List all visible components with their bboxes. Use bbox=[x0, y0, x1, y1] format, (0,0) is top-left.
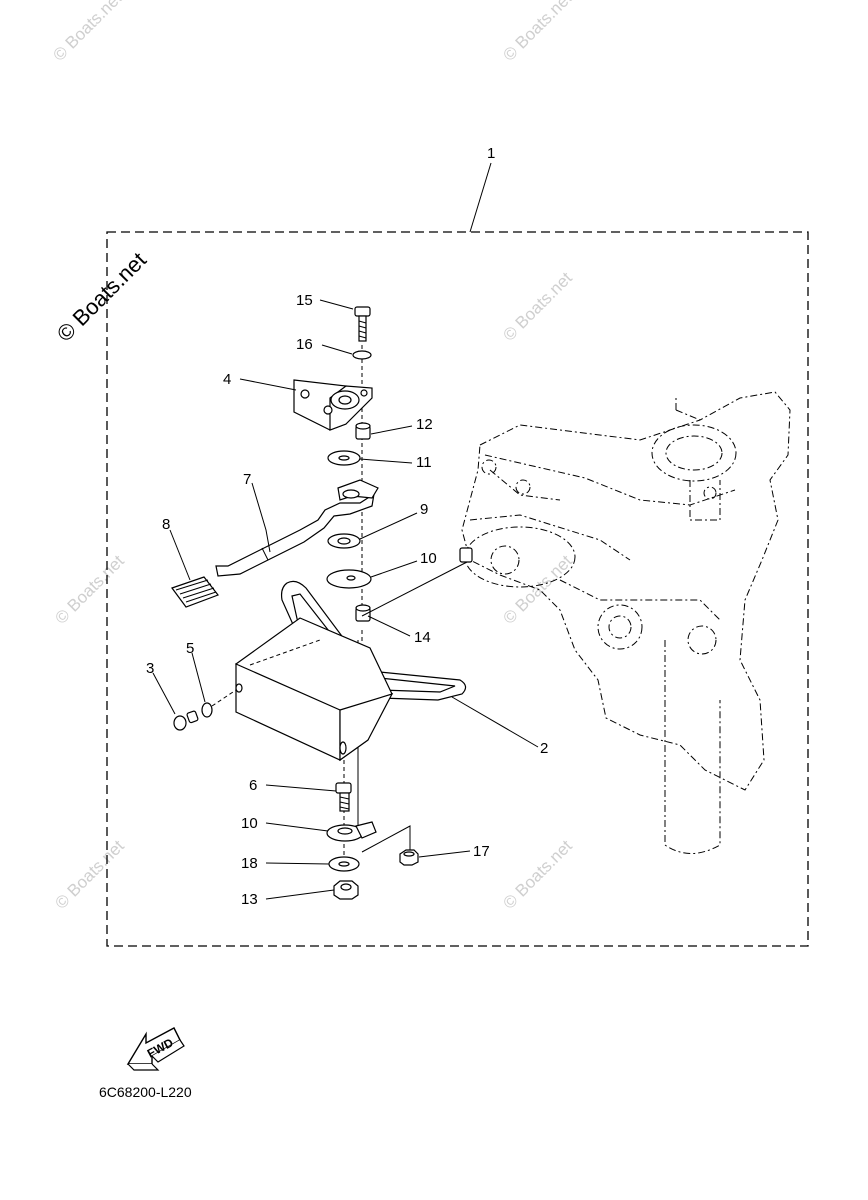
callout-2: 2 bbox=[540, 740, 548, 757]
assembly-border bbox=[106, 231, 809, 947]
callout-7: 7 bbox=[243, 471, 251, 488]
part-18-washer bbox=[328, 856, 360, 872]
leaders bbox=[152, 299, 539, 900]
ghost-bracket bbox=[461, 391, 791, 854]
part-16-washer bbox=[352, 350, 372, 360]
part-10-upper-washer bbox=[326, 569, 372, 589]
connector-17 bbox=[361, 825, 411, 853]
fwd-arrow-icon: FWD bbox=[126, 1027, 185, 1071]
watermark-mid-right: © Boats.net bbox=[499, 268, 576, 345]
part-6-bolt bbox=[335, 782, 352, 812]
part-13-nut bbox=[333, 880, 359, 900]
callout-10-upper: 10 bbox=[420, 550, 437, 567]
callout-5: 5 bbox=[186, 640, 194, 657]
watermark-main: © Boats.net bbox=[52, 247, 151, 346]
watermark-top-left: © Boats.net bbox=[49, 0, 126, 65]
part-7-plate bbox=[215, 479, 379, 577]
callout-6: 6 bbox=[249, 777, 257, 794]
callout-13: 13 bbox=[241, 891, 258, 908]
watermark-top-right: © Boats.net bbox=[499, 0, 576, 65]
axis-screw bbox=[211, 689, 237, 707]
part-5-washer bbox=[201, 702, 213, 718]
callout-9: 9 bbox=[420, 501, 428, 518]
part-2-frame bbox=[235, 580, 467, 762]
callout-17: 17 bbox=[473, 843, 490, 860]
part-17-nut bbox=[399, 849, 419, 866]
watermark-right-bottom: © Boats.net bbox=[499, 836, 576, 913]
part-8-pad bbox=[171, 576, 219, 608]
callout-12: 12 bbox=[416, 416, 433, 433]
ghost-square-nut bbox=[459, 547, 473, 563]
callout-1: 1 bbox=[487, 145, 495, 162]
callouts: 1 15 16 4 12 11 7 9 8 10 14 5 3 2 6 10 1… bbox=[146, 145, 548, 908]
callout-3: 3 bbox=[146, 660, 154, 677]
callout-16: 16 bbox=[296, 336, 313, 353]
callout-11: 11 bbox=[416, 454, 432, 471]
part-15-bolt bbox=[354, 306, 371, 342]
part-9-washer bbox=[327, 533, 361, 549]
part-11-washer bbox=[327, 450, 361, 466]
watermark-left-bottom: © Boats.net bbox=[51, 836, 128, 913]
part-3-screw bbox=[173, 710, 199, 731]
leader-1 bbox=[469, 162, 492, 233]
watermark-group: © Boats.net © Boats.net © Boats.net © Bo… bbox=[49, 0, 576, 913]
watermark-left-mid: © Boats.net bbox=[51, 551, 128, 628]
callout-10-lower: 10 bbox=[241, 815, 258, 832]
part-4-bracket bbox=[293, 379, 373, 431]
callout-8: 8 bbox=[162, 516, 170, 533]
diagram-code: 6C68200-L220 bbox=[99, 1084, 192, 1100]
part-10-lower-washer bbox=[326, 821, 377, 842]
callout-4: 4 bbox=[223, 371, 231, 388]
part-12-collar bbox=[355, 422, 371, 440]
callout-15: 15 bbox=[296, 292, 313, 309]
callout-14: 14 bbox=[414, 629, 431, 646]
part-14-collar bbox=[355, 604, 371, 622]
callout-18: 18 bbox=[241, 855, 258, 872]
